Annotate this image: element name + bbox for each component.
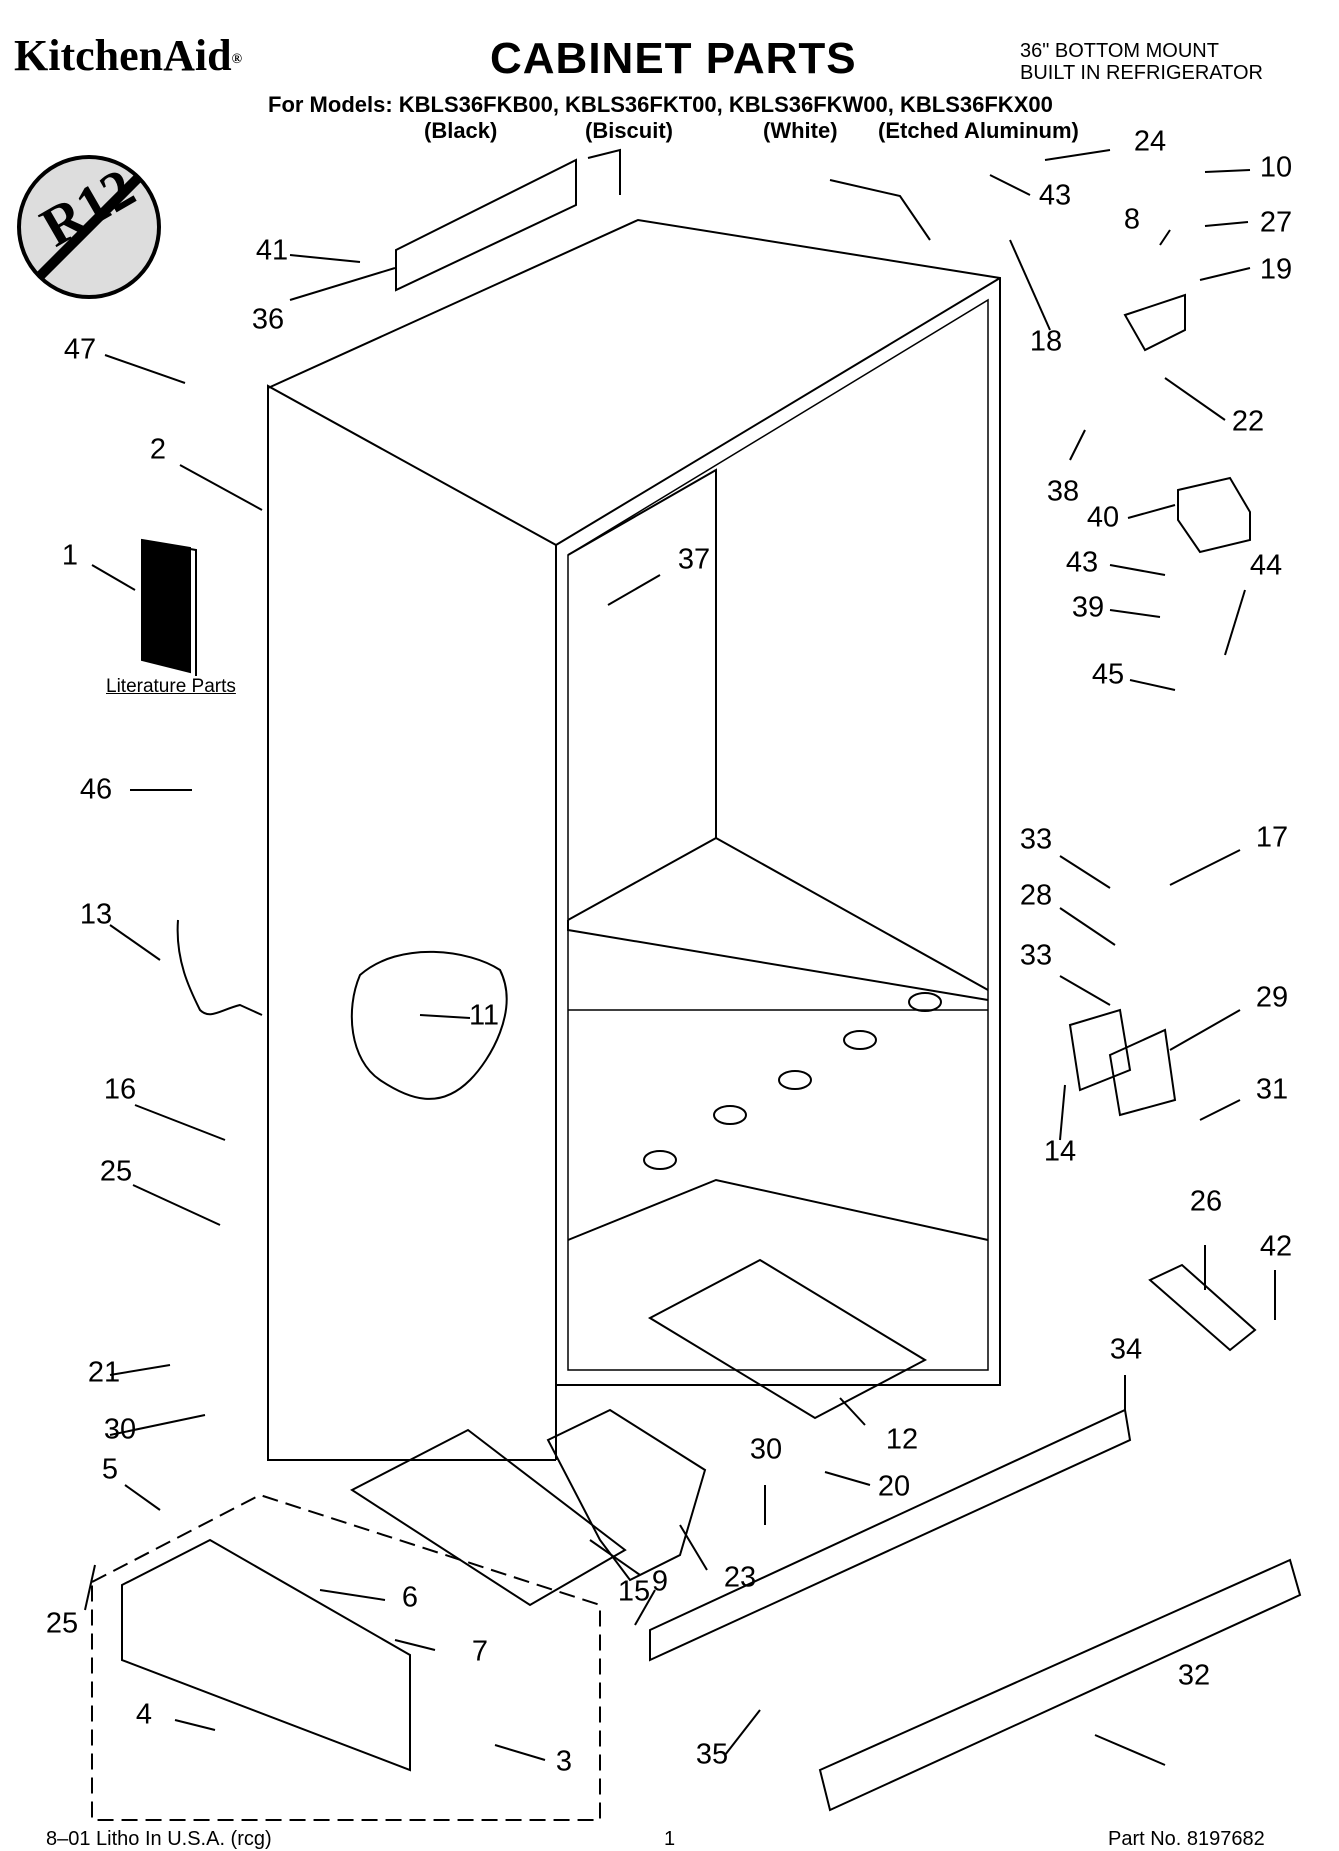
subtitle-line-1: 36" BOTTOM MOUNT xyxy=(1020,40,1219,62)
subtitle-line-2: BUILT IN REFRIGERATOR xyxy=(1020,62,1263,84)
callout-12: 12 xyxy=(885,1423,919,1456)
water-filter xyxy=(1148,1263,1257,1352)
kick-plate xyxy=(818,1558,1302,1812)
callout-22: 22 xyxy=(1231,405,1265,438)
callout-41: 41 xyxy=(255,234,289,267)
footer-part-number: Part No. 8197682 xyxy=(1108,1828,1265,1850)
finish-white: (White) xyxy=(763,118,838,143)
callout-4: 4 xyxy=(135,1698,153,1731)
callout-7: 7 xyxy=(471,1635,489,1668)
callout-27: 27 xyxy=(1259,206,1293,239)
callout-35: 35 xyxy=(695,1738,729,1771)
callout-26: 26 xyxy=(1189,1185,1223,1218)
page-title: CABINET PARTS xyxy=(490,34,857,83)
callout-28: 28 xyxy=(1019,879,1053,912)
callout-37: 37 xyxy=(677,543,711,576)
callout-10: 10 xyxy=(1259,151,1293,184)
finish-black: (Black) xyxy=(424,118,498,143)
callout-25-upper: 25 xyxy=(99,1155,133,1188)
vent-holes xyxy=(643,992,942,1170)
callout-3: 3 xyxy=(555,1745,573,1778)
no-r12-badge xyxy=(17,155,161,299)
callout-9: 9 xyxy=(651,1565,669,1598)
callout-33-lower: 33 xyxy=(1019,939,1053,972)
literature-parts-label: Literature Parts xyxy=(106,676,236,697)
tube xyxy=(176,919,263,1016)
callout-5: 5 xyxy=(101,1453,119,1486)
machine-plate xyxy=(350,1428,627,1607)
literature-booklet xyxy=(141,538,191,674)
callout-17: 17 xyxy=(1255,821,1289,854)
callout-40: 40 xyxy=(1086,501,1120,534)
models-line: For Models: KBLS36FKB00, KBLS36FKT00, KB… xyxy=(268,92,1053,117)
callout-31: 31 xyxy=(1255,1073,1289,1106)
base-frame xyxy=(91,1493,601,1821)
brand-logo: KitchenAid® xyxy=(14,30,242,81)
callout-21: 21 xyxy=(87,1356,121,1389)
finish-etched-aluminum: (Etched Aluminum) xyxy=(878,118,1079,143)
callout-47: 47 xyxy=(63,333,97,366)
callout-39: 39 xyxy=(1071,591,1105,624)
callout-29: 29 xyxy=(1255,981,1289,1014)
callout-33-upper: 33 xyxy=(1019,823,1053,856)
base-grille xyxy=(649,1408,1132,1662)
callout-2: 2 xyxy=(149,433,167,466)
callout-11: 11 xyxy=(468,999,500,1032)
callout-18: 18 xyxy=(1029,325,1063,358)
callout-23: 23 xyxy=(723,1561,757,1594)
callout-6: 6 xyxy=(401,1581,419,1614)
callout-19: 19 xyxy=(1259,253,1293,286)
callout-34: 34 xyxy=(1109,1333,1143,1366)
callout-25-lower: 25 xyxy=(45,1607,79,1640)
callout-36: 36 xyxy=(251,303,285,336)
callout-14: 14 xyxy=(1043,1135,1077,1168)
front-rail xyxy=(121,1538,411,1772)
callout-32: 32 xyxy=(1177,1659,1211,1692)
callout-24: 24 xyxy=(1133,125,1167,158)
callout-1: 1 xyxy=(61,539,79,572)
callout-30-center: 30 xyxy=(749,1433,783,1466)
callout-30-left: 30 xyxy=(103,1413,137,1446)
callout-44: 44 xyxy=(1249,549,1283,582)
cabinet-shell xyxy=(267,148,1001,1461)
leader-lines xyxy=(84,149,1276,1766)
registered-mark: ® xyxy=(231,51,243,67)
condenser-duct xyxy=(546,1408,707,1582)
callout-45: 45 xyxy=(1091,658,1125,691)
finish-biscuit: (Biscuit) xyxy=(585,118,673,143)
brand-name: KitchenAid xyxy=(14,31,232,80)
callout-38: 38 xyxy=(1046,475,1080,508)
control-box xyxy=(1177,476,1251,554)
callout-16: 16 xyxy=(103,1073,137,1106)
footer-litho: 8–01 Litho In U.S.A. (rcg) xyxy=(46,1828,272,1850)
callout-43-top: 43 xyxy=(1038,179,1072,212)
callout-42: 42 xyxy=(1259,1230,1293,1263)
footer-page-number: 1 xyxy=(664,1828,676,1850)
lower-hinge xyxy=(1068,1008,1132,1092)
callout-13: 13 xyxy=(79,898,113,931)
drain-pan-plate xyxy=(647,1258,928,1420)
cutaway-foam xyxy=(350,950,508,1100)
callout-20: 20 xyxy=(877,1470,911,1503)
callout-15: 15 xyxy=(617,1575,651,1608)
callout-43-mid: 43 xyxy=(1065,546,1099,579)
upper-hinge xyxy=(1123,293,1186,352)
callout-8: 8 xyxy=(1123,203,1141,236)
callout-46: 46 xyxy=(79,773,113,806)
